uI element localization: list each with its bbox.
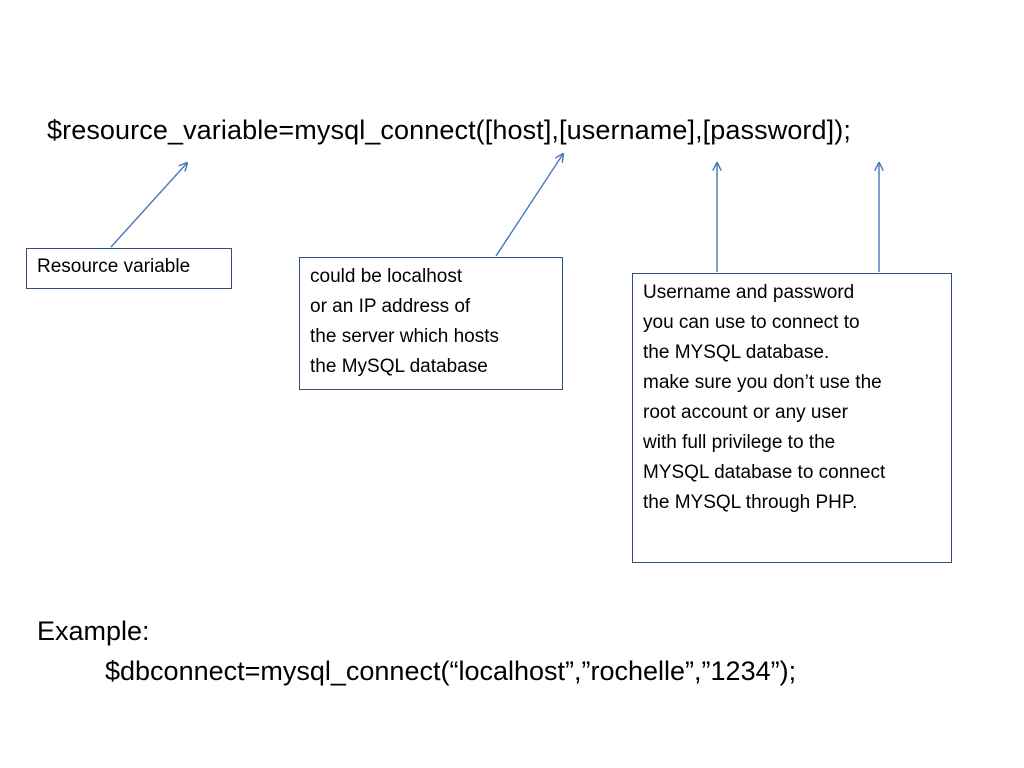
- callout-line: make sure you don’t use the: [643, 372, 882, 393]
- callout-line: could be localhost: [310, 266, 463, 287]
- syntax-line: $resource_variable=mysql_connect([host],…: [47, 115, 851, 145]
- callout-line: Resource variable: [37, 256, 191, 277]
- callout-line: Username and password: [643, 282, 855, 303]
- callout-line: the MYSQL through PHP.: [643, 492, 858, 513]
- callout-line: the server which hosts: [310, 326, 500, 347]
- callout-credentials: Username and password you can use to con…: [632, 273, 952, 563]
- callout-line: the MySQL database: [310, 356, 488, 377]
- example-label: Example:: [37, 616, 150, 646]
- callout-host: could be localhost or an IP address of t…: [299, 257, 563, 390]
- arrow-host: [495, 154, 563, 257]
- callout-line: with full privilege to the: [643, 432, 836, 453]
- callout-line: the MYSQL database.: [643, 342, 830, 363]
- example-code: $dbconnect=mysql_connect(“localhost”,”ro…: [105, 656, 797, 686]
- callout-resource-variable: Resource variable: [26, 248, 232, 289]
- callout-line: you can use to connect to: [643, 312, 860, 333]
- arrow-resource: [110, 163, 187, 248]
- callout-line: or an IP address of: [310, 296, 471, 317]
- callout-line: MYSQL database to connect: [643, 462, 886, 483]
- callout-line: root account or any user: [643, 402, 848, 423]
